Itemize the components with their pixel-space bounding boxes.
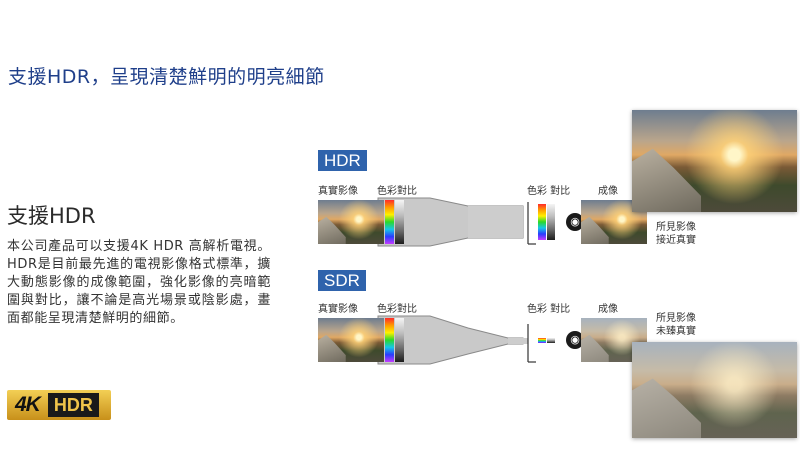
sdr-pipe-body xyxy=(508,338,528,344)
4k-hdr-logo: 4K HDR xyxy=(7,390,111,420)
eye-icon: ◉ xyxy=(566,331,584,349)
hdr-grey-scale-in xyxy=(395,200,404,244)
hdr-result-photo xyxy=(632,110,797,212)
hdr-label-gamut-out: 色彩 對比 xyxy=(527,186,571,197)
sdr-label-gamut-out: 色彩 對比 xyxy=(527,304,571,315)
eye-icon: ◉ xyxy=(566,213,584,231)
sdr-label-source: 真實影像 xyxy=(318,304,358,315)
logo-hdr-text: HDR xyxy=(47,393,99,417)
sdr-note-line1: 所見影像 xyxy=(656,313,696,324)
hdr-pipe-body xyxy=(468,206,523,238)
sdr-label-output: 成像 xyxy=(598,304,618,315)
hdr-label-source: 真實影像 xyxy=(318,186,358,197)
sdr-grey-scale-out xyxy=(547,338,555,343)
hdr-note-line1: 所見影像 xyxy=(656,222,696,233)
hdr-note-line2: 接近真實 xyxy=(656,235,696,246)
section-body: 本公司產品可以支援4K HDR 高解析電視。HDR是目前最先進的電視影像格式標準… xyxy=(7,239,271,326)
hdr-pipeline xyxy=(377,197,536,247)
sdr-source-photo xyxy=(318,318,384,362)
sdr-color-spectrum-in xyxy=(385,318,394,362)
sdr-result-photo xyxy=(632,342,797,438)
sdr-note-line2: 未臻真實 xyxy=(656,326,696,337)
hdr-tag: HDR xyxy=(318,150,367,171)
sdr-grey-scale-in xyxy=(395,318,404,362)
hdr-label-output: 成像 xyxy=(598,186,618,197)
section-heading: 支援HDR xyxy=(7,204,96,228)
hdr-label-gamut-in: 色彩對比 xyxy=(377,186,417,197)
sdr-tag: SDR xyxy=(318,270,366,291)
sdr-color-spectrum-out xyxy=(538,338,546,343)
hdr-color-spectrum-out xyxy=(538,204,546,240)
sdr-pipeline xyxy=(377,315,536,365)
logo-4k-text: 4K xyxy=(15,393,41,416)
sdr-label-gamut-in: 色彩對比 xyxy=(377,304,417,315)
page-title: 支援HDR，呈現清楚鮮明的明亮細節 xyxy=(8,66,325,88)
hdr-source-photo xyxy=(318,200,384,244)
hdr-color-spectrum-in xyxy=(385,200,394,244)
hdr-grey-scale-out xyxy=(547,204,555,240)
